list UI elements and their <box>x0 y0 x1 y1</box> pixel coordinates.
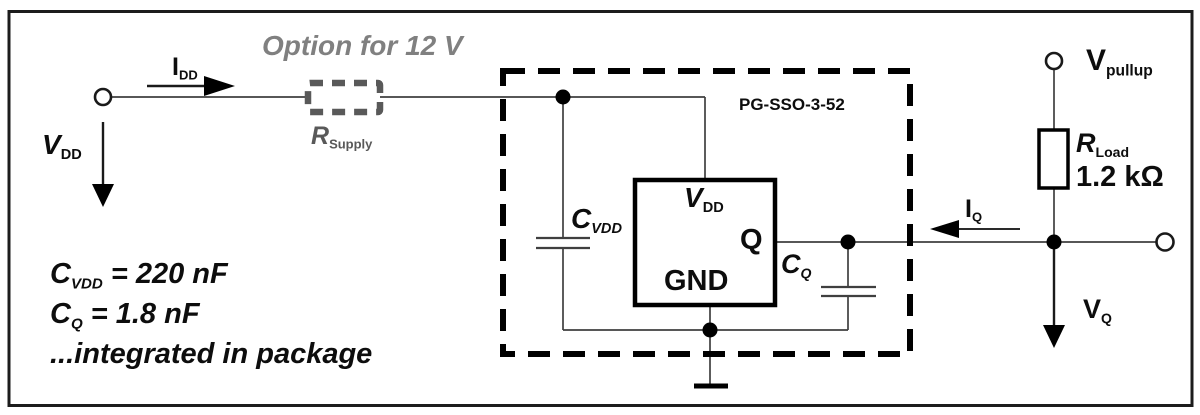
rload-resistor <box>1037 128 1070 190</box>
ic-q-text: Q <box>740 224 763 256</box>
cq-sub: Q <box>800 264 812 281</box>
figure-frame <box>7 10 1194 407</box>
rload-sub: Load <box>1095 143 1130 160</box>
idd-sub: DD <box>178 67 198 83</box>
junction-dot <box>555 89 571 105</box>
vq-sub: Q <box>1101 309 1112 326</box>
ic-q-pin-label: Q <box>740 226 763 255</box>
capacitors <box>536 236 876 298</box>
terminals <box>93 51 1175 252</box>
vdd-terminal-circle <box>93 87 113 107</box>
rsupply-sub: Supply <box>329 136 373 152</box>
note-integrated: ...integrated in package <box>50 340 372 369</box>
option-12v-text: Option for 12 V <box>262 30 463 61</box>
cvdd-sub: VDD <box>591 221 622 238</box>
junction-dot <box>702 322 718 338</box>
wires <box>111 69 1157 384</box>
cq-main: C <box>781 249 801 279</box>
vq-main: V <box>1083 294 1102 324</box>
vpullup-terminal-circle <box>1044 51 1064 71</box>
rload-main: R <box>1076 128 1096 158</box>
output-terminal-circle <box>1155 232 1175 252</box>
ic-box <box>632 177 778 308</box>
package-name-label: PG-SSO-3-52 <box>739 96 845 113</box>
arrows <box>92 76 1065 348</box>
vdd-main: V <box>42 129 61 160</box>
junction-dot <box>1046 234 1062 250</box>
ic-gnd-text: GND <box>664 265 729 297</box>
note-integrated-text: ...integrated in package <box>50 338 373 370</box>
iq-current-label: IQ <box>965 197 982 224</box>
note-cq-rest: = 1.8 nF <box>82 298 200 330</box>
ic-vdd-sub: DD <box>702 200 724 217</box>
iq-main: I <box>965 195 972 223</box>
note-cvdd-rest: = 220 nF <box>102 258 228 290</box>
ic-vdd-main: V <box>684 182 703 213</box>
junctions <box>555 89 1062 338</box>
cvdd-main: C <box>571 203 592 234</box>
junction-dot <box>840 234 856 250</box>
rsupply-label: RSupply <box>311 124 372 151</box>
vdd-sub: DD <box>60 147 82 164</box>
cq-label: CQ <box>781 251 811 280</box>
iq-arrowhead-icon <box>930 220 959 238</box>
rload-label: RLoad <box>1076 130 1129 159</box>
package-outline <box>500 68 913 357</box>
cvdd-label: CVDD <box>571 205 622 237</box>
vq-label: VQ <box>1083 296 1112 325</box>
note-cvdd-value: CVDD = 220 nF <box>50 258 228 293</box>
iq-sub: Q <box>971 209 983 225</box>
note-cq-value: CQ = 1.8 nF <box>50 298 200 333</box>
vdd-source-label: VDD <box>42 131 82 163</box>
rsupply-resistor <box>304 79 384 116</box>
note-cq-main: C <box>50 298 71 330</box>
option-12v-label: Option for 12 V <box>262 32 463 60</box>
ic-vdd-pin-label: VDD <box>684 184 724 216</box>
vpullup-label: Vpullup <box>1086 46 1153 79</box>
package-name-text: PG-SSO-3-52 <box>739 95 845 114</box>
note-cq-sub: Q <box>70 315 83 333</box>
note-cvdd-main: C <box>50 258 71 290</box>
ic-gnd-pin-label: GND <box>664 267 728 296</box>
rload-value-label: 1.2 kΩ <box>1076 163 1164 192</box>
rload-value-text: 1.2 kΩ <box>1076 161 1164 193</box>
vdd-arrowhead-icon <box>92 184 114 207</box>
rsupply-main: R <box>311 122 330 150</box>
idd-main: I <box>172 53 179 81</box>
vpullup-main: V <box>1086 44 1107 77</box>
idd-current-label: IDD <box>172 55 198 82</box>
vpullup-sub: pullup <box>1106 62 1153 80</box>
vq-arrowhead-icon <box>1043 325 1065 348</box>
idd-arrowhead-icon <box>204 76 235 96</box>
note-cvdd-sub: VDD <box>70 275 103 293</box>
